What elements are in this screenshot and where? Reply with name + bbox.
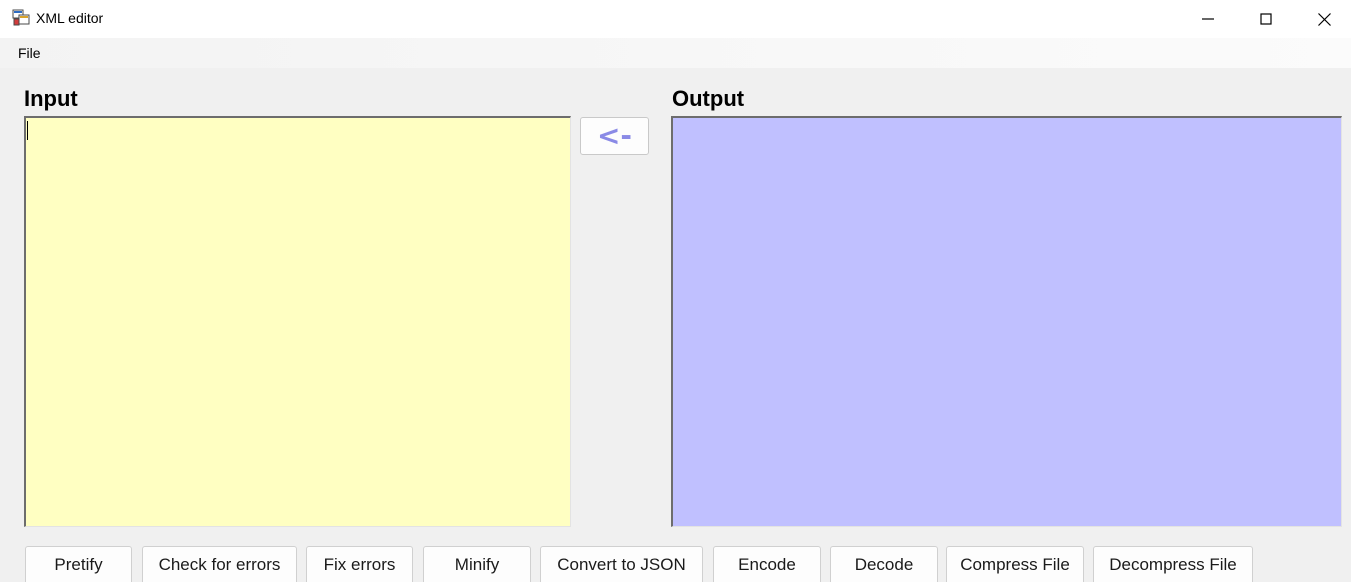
output-textarea[interactable] xyxy=(671,116,1342,527)
minify-button[interactable]: Minify xyxy=(423,546,531,582)
copy-output-to-input-button[interactable]: <- xyxy=(580,117,649,155)
encode-button[interactable]: Encode xyxy=(713,546,821,582)
decompress-file-button[interactable]: Decompress File xyxy=(1093,546,1253,582)
minimize-icon xyxy=(1202,13,1214,25)
minimize-button[interactable] xyxy=(1179,0,1237,38)
output-label: Output xyxy=(672,86,745,111)
fix-errors-button[interactable]: Fix errors xyxy=(306,546,413,582)
input-textarea[interactable] xyxy=(24,116,571,527)
compress-file-button[interactable]: Compress File xyxy=(946,546,1084,582)
decode-button[interactable]: Decode xyxy=(830,546,938,582)
maximize-button[interactable] xyxy=(1237,0,1295,38)
pretify-button[interactable]: Pretify xyxy=(25,546,132,582)
maximize-icon xyxy=(1260,13,1272,25)
window-title: XML editor xyxy=(36,10,104,26)
menu-bar: File xyxy=(0,38,1351,68)
text-caret xyxy=(27,121,28,140)
close-icon xyxy=(1317,12,1331,26)
input-label: Input xyxy=(24,86,78,111)
convert-to-json-button[interactable]: Convert to JSON xyxy=(540,546,703,582)
app-window-icon xyxy=(12,9,30,27)
close-button[interactable] xyxy=(1295,0,1351,38)
title-bar: XML editor xyxy=(0,0,1351,38)
menu-item-file[interactable]: File xyxy=(18,45,41,61)
check-for-errors-button[interactable]: Check for errors xyxy=(142,546,297,582)
